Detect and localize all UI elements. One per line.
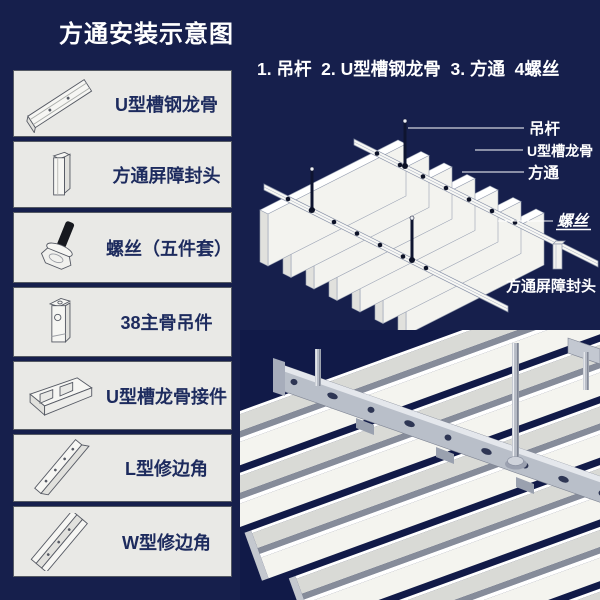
part-label: 38主骨吊件 [120,313,213,333]
parts-list-item: 方通屏障封头 [13,141,232,208]
parts-list-item: 38主骨吊件 [13,287,232,357]
photo-threaded-rods [315,343,589,470]
u-channel-keel-icon [14,71,106,136]
baffle-end-cap-icon [14,142,106,207]
callout-hanger-rod: 吊杆 [529,119,561,138]
product-photo [240,330,600,600]
page-title: 方通安装示意图 [59,21,234,48]
parts-list-item: 螺丝（五件套） [13,212,232,283]
installation-diagram: 吊杆 U型槽龙骨 方通 螺丝 方通屏障封头 [259,118,599,336]
part-label: 螺丝（五件套） [106,238,232,259]
u-keel-connector-icon [14,362,106,429]
screw-bolt-icon [14,213,106,282]
parts-list-item: W型修边角 [13,506,232,577]
photo-carrier-bar-2 [567,337,600,365]
end-cap-piece [552,240,566,270]
hanger-rods [309,118,415,263]
u-channel-keel-rails [263,138,599,313]
w-trim-angle-icon [14,507,106,576]
callout-leader-lines [408,127,553,222]
callout-screw: 螺丝 [557,212,591,230]
parts-list-item: L型修边角 [13,434,232,502]
part-label: L型修边角 [125,459,208,479]
parts-list-item: U型槽龙骨接件 [13,361,232,430]
main-keel-hanger-icon [14,288,106,356]
legend-text: 1. 吊杆 2. U型槽钢龙骨 3. 方通 4螺丝 [257,59,560,79]
callout-square-tube: 方通 [528,163,560,182]
part-label: W型修边角 [122,532,211,553]
l-trim-angle-icon [14,435,106,501]
callout-u-channel-keel: U型槽龙骨 [527,143,593,159]
parts-list-item: U型槽钢龙骨 [13,70,232,137]
callout-end-cap: 方通屏障封头 [506,277,596,295]
part-label: 方通屏障封头 [112,165,221,186]
part-label: U型槽钢龙骨 [115,94,218,115]
part-label: U型槽龙骨接件 [106,386,227,407]
